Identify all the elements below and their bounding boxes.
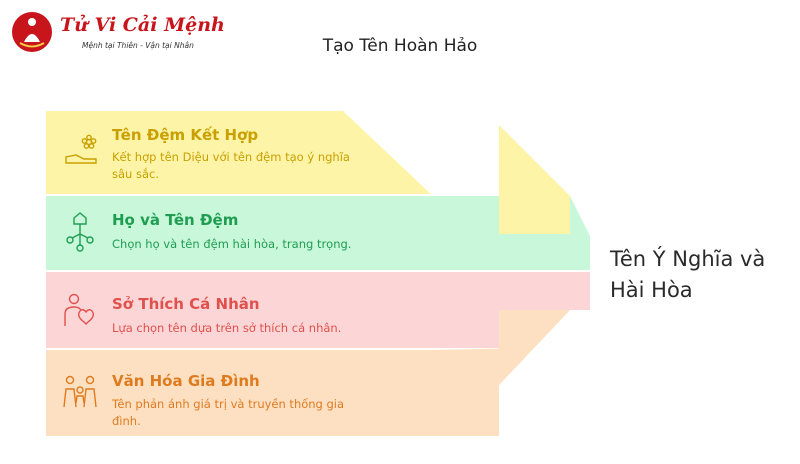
flower-on-hand-icon: [65, 134, 97, 164]
segment-description-2: Chọn họ và tên đệm hài hòa, trang trọng.: [112, 237, 352, 251]
brand-name: Tử Vi Cải Mệnh: [60, 14, 225, 36]
meditating-figure-logo-icon: [12, 12, 52, 52]
segment-title-1: Tên Đệm Kết Hợp: [112, 126, 259, 144]
brand-tagline: Mệnh tại Thiên - Vận tại Nhân: [82, 41, 194, 50]
arrow-head: [499, 125, 570, 234]
segment-band-2: [46, 196, 590, 270]
arrow-head-lower: [499, 310, 570, 385]
person-heart-icon: [64, 293, 95, 326]
segment-description-4: Tên phản ánh giá trị và truyền thống gia…: [112, 397, 345, 428]
family-icon: [63, 375, 97, 408]
segment-title-2: Họ và Tên Đệm: [112, 211, 239, 229]
segment-band-3: [46, 272, 590, 348]
page-title: Tạo Tên Hoàn Hảo: [322, 36, 478, 56]
segment-title-3: Sở Thích Cá Nhân: [112, 295, 260, 313]
result-label: Tên Ý Nghĩa và Hài Hòa: [610, 247, 766, 302]
brand-logo[interactable]: Tử Vi Cải Mệnh Mệnh tại Thiên - Vận tại …: [10, 8, 225, 60]
segment-title-4: Văn Hóa Gia Đình: [112, 372, 260, 390]
segment-description-3: Lựa chọn tên dựa trên sở thích cá nhân.: [112, 321, 342, 335]
family-tree-icon: [66, 212, 94, 252]
segment-band-4: [46, 310, 570, 436]
segment-description-1: Kết hợp tên Diệu với tên đệm tạo ý nghĩa…: [112, 150, 350, 181]
